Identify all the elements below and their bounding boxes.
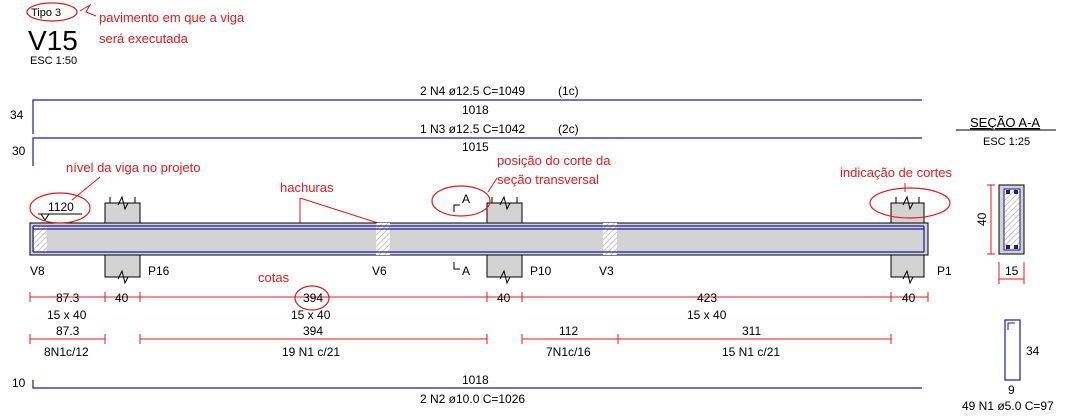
stirrups-0: 8N1c/12 — [44, 345, 89, 359]
beam-body — [29, 222, 929, 256]
top-bar-n3-line — [32, 137, 922, 166]
section-width: 15 — [1005, 264, 1019, 278]
break-symbol-p1-bottom — [902, 269, 914, 285]
stirrup-label: 49 N1 ø5.0 C=97 — [962, 399, 1054, 413]
section-bar-1 — [1006, 190, 1010, 194]
break-symbol-p1-top — [895, 195, 920, 211]
floor-label: Tipo 3 — [31, 7, 61, 19]
section-bar-2 — [1014, 190, 1018, 194]
dim-row1-4: 423 — [697, 291, 717, 305]
section-a-a: SEÇÃO A-A ESC 1:25 40 15 — [956, 115, 1056, 284]
top-bar-n4-line — [32, 99, 922, 134]
stirrup-height: 34 — [1026, 344, 1040, 358]
support-v8: V8 — [30, 264, 45, 278]
level-note-leader — [71, 176, 101, 201]
support-a: A — [462, 264, 470, 278]
top-bar-n3-label: 1 N3 ø12.5 C=1042 — [420, 122, 525, 136]
dims-highlight-ellipse — [294, 285, 330, 311]
dim-row2-0: 87.3 — [56, 324, 80, 338]
top-bar-n4-hook: 34 — [10, 108, 24, 122]
stirrup-detail: 34 9 49 N1 ø5.0 C=97 — [962, 319, 1054, 413]
level-triangle — [40, 213, 50, 221]
top-bar-n4-label: 2 N4 ø12.5 C=1049 — [420, 84, 525, 98]
section-note-line2: seção transversal — [497, 172, 599, 187]
bottom-bar-label: 2 N2 ø10.0 C=1026 — [420, 392, 525, 406]
bottom-bar-length: 1018 — [462, 373, 489, 387]
section-scale: ESC 1:25 — [983, 136, 1030, 148]
break-symbol-p16-top — [109, 195, 136, 211]
stirrup-shape — [1004, 319, 1021, 381]
floor-note-line2: será executada — [99, 31, 189, 46]
stirrups-3: 15 N1 c/21 — [722, 345, 780, 359]
section-stirrup — [1003, 188, 1021, 251]
section-bar-3 — [1006, 245, 1010, 249]
beam-elevation — [29, 195, 929, 285]
beam-level: 1120 — [48, 200, 74, 214]
break-symbol-p10-top — [491, 195, 518, 211]
bottom-bar-line — [32, 380, 922, 389]
cuts-highlight-ellipse — [869, 187, 951, 219]
beam-title: V15 — [28, 25, 78, 56]
hatch-v8 — [34, 226, 47, 252]
hatch-note: hachuras — [280, 180, 334, 195]
hatch-note-leader-2 — [299, 197, 379, 224]
dim-row1-2: 394 — [303, 291, 323, 305]
section-note-line1: posição do corte da — [497, 153, 611, 168]
bottom-bar-hook: 10 — [12, 376, 26, 390]
section-height: 40 — [975, 212, 989, 226]
dim-section-2: 15 x 40 — [687, 308, 727, 322]
top-bar-n4: 2 N4 ø12.5 C=1049 (1c) 34 1018 — [10, 84, 922, 134]
support-v3: V3 — [599, 264, 614, 278]
level-note: nível da viga no projeto — [66, 160, 200, 175]
dims-row2-ticks — [29, 334, 892, 344]
cuts-note: indicação de cortes — [840, 165, 953, 180]
section-bar-4 — [1014, 245, 1018, 249]
section-note-leader — [487, 177, 498, 193]
section-cut-top-mark — [453, 204, 460, 212]
dim-section-1: 15 x 40 — [291, 308, 331, 322]
support-p16: P16 — [148, 264, 170, 278]
column-p16-top — [104, 202, 141, 224]
hatch-v3 — [603, 223, 617, 255]
support-p10: P10 — [530, 264, 552, 278]
break-symbol-p16-bottom — [117, 269, 129, 285]
dim-row1-3: 40 — [497, 291, 511, 305]
support-p1: P1 — [937, 264, 952, 278]
dim-row2-2: 112 — [559, 324, 578, 338]
dim-row2-3: 311 — [742, 324, 761, 338]
floor-note-arrow — [79, 3, 97, 17]
top-bar-n3-length: 1015 — [462, 140, 489, 154]
dims-note: cotas — [258, 270, 290, 285]
top-bar-n4-group: (1c) — [558, 84, 579, 98]
top-bar-n3: 1 N3 ø12.5 C=1042 (2c) 30 1015 — [12, 122, 922, 166]
beam-scale: ESC 1:50 — [30, 55, 77, 67]
top-bar-n4-length: 1018 — [462, 103, 489, 117]
dims-row1-ticks — [29, 292, 929, 302]
section-cut-highlight-ellipse — [431, 185, 491, 217]
stirrup-hook — [1007, 322, 1015, 330]
section-cut-top-label: A — [462, 192, 470, 206]
section-title: SEÇÃO A-A — [970, 115, 1040, 130]
stirrups-2: 7N1c/16 — [546, 345, 591, 359]
support-v6: V6 — [372, 264, 387, 278]
section-cut-bottom-mark — [453, 262, 460, 270]
top-bar-n3-group: (2c) — [558, 122, 579, 136]
level-highlight-ellipse — [29, 192, 91, 224]
column-p10-top — [486, 202, 523, 224]
column-p1-top — [890, 202, 925, 224]
floor-note-line1: pavimento em que a viga — [99, 10, 245, 25]
floor-highlight-ellipse — [26, 2, 78, 22]
dim-row1-0: 87.3 — [56, 291, 80, 305]
stirrup-width: 9 — [1008, 383, 1015, 397]
dim-row2-1: 394 — [303, 324, 323, 338]
break-symbol-p10-bottom — [499, 269, 511, 285]
dim-row1-1: 40 — [115, 291, 129, 305]
dim-section-0: 15 x 40 — [47, 308, 87, 322]
dim-row1-5: 40 — [902, 291, 916, 305]
stirrups-1: 19 N1 c/21 — [282, 345, 340, 359]
top-bar-n3-hook: 30 — [12, 144, 26, 158]
hatch-v6 — [376, 223, 390, 255]
